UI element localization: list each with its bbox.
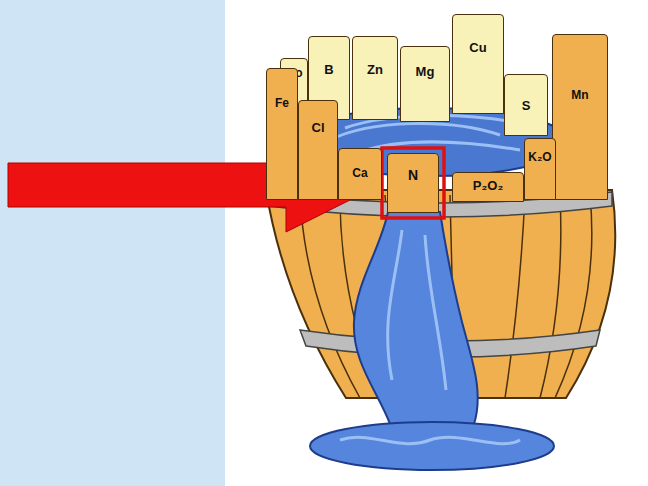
- element-label: Fe: [267, 97, 297, 110]
- element-label: Cl: [299, 121, 337, 135]
- puddle-ripple: [340, 437, 520, 443]
- element-label: Mg: [401, 65, 449, 79]
- barrel-stave: N: [387, 153, 439, 213]
- barrel-stave: S: [504, 74, 548, 136]
- stream-highlight: [388, 230, 446, 390]
- element-label: Zn: [353, 63, 397, 77]
- barrel-stave: Ca: [338, 148, 382, 200]
- element-label: Ca: [339, 167, 381, 180]
- barrel-stave: K₂O: [524, 138, 556, 200]
- element-label: B: [309, 63, 349, 77]
- water-puddle: [310, 422, 554, 470]
- element-label: S: [505, 99, 547, 113]
- barrel-stave: Zn: [352, 36, 398, 120]
- barrel-stave: Fe: [266, 68, 298, 200]
- barrel-stave: Mn: [552, 34, 608, 200]
- highlight-box: [382, 148, 444, 218]
- element-label: Cu: [453, 41, 503, 55]
- barrel-stave: P₂O₂: [452, 172, 524, 202]
- barrel-stave: Cl: [298, 100, 338, 200]
- element-label: N: [388, 168, 438, 183]
- element-label: P₂O₂: [453, 179, 523, 193]
- barrel-stave: Cu: [452, 14, 504, 114]
- element-label: Mn: [553, 89, 607, 102]
- element-label: K₂O: [525, 151, 555, 164]
- water-stream: [354, 212, 478, 424]
- barrel-stave: Mg: [400, 46, 450, 122]
